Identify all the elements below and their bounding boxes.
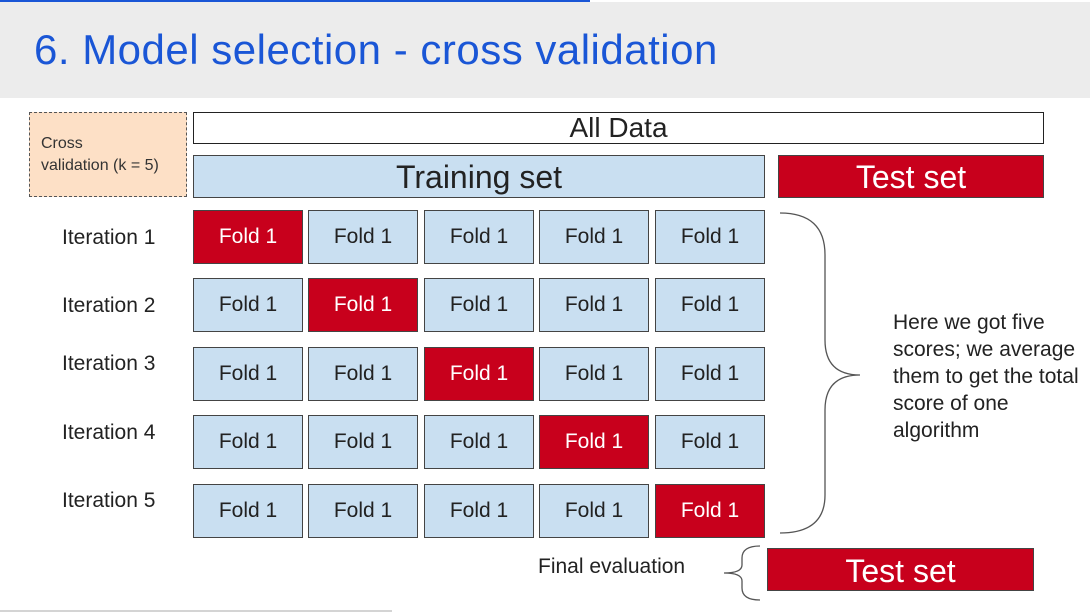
training-fold: Fold 1 <box>655 278 765 332</box>
final-evaluation-label: Final evaluation <box>538 555 686 578</box>
validation-fold: Fold 1 <box>424 347 534 401</box>
top-accent-line <box>0 0 590 2</box>
training-set-bar: Training set <box>193 155 765 198</box>
training-fold: Fold 1 <box>308 484 418 538</box>
cv-label-line2: validation (k = 5) <box>41 157 159 174</box>
final-test-set-bar: Test set <box>767 548 1034 591</box>
training-fold: Fold 1 <box>193 484 303 538</box>
training-fold: Fold 1 <box>424 210 534 264</box>
scores-brace <box>779 212 861 534</box>
page-title: 6. Model selection - cross validation <box>34 26 718 73</box>
training-fold: Fold 1 <box>539 484 649 538</box>
iteration-label: Iteration 4 <box>62 421 156 444</box>
training-fold: Fold 1 <box>539 347 649 401</box>
training-fold: Fold 1 <box>655 347 765 401</box>
training-fold: Fold 1 <box>308 347 418 401</box>
training-fold: Fold 1 <box>539 210 649 264</box>
training-fold: Fold 1 <box>424 484 534 538</box>
iteration-label: Iteration 1 <box>62 226 156 249</box>
validation-fold: Fold 1 <box>539 415 649 469</box>
header-bar: 6. Model selection - cross validation <box>0 2 1090 98</box>
final-evaluation-brace <box>723 545 761 601</box>
test-set-bar: Test set <box>778 155 1044 198</box>
training-fold: Fold 1 <box>539 278 649 332</box>
training-fold: Fold 1 <box>193 415 303 469</box>
training-fold: Fold 1 <box>308 210 418 264</box>
training-fold: Fold 1 <box>424 415 534 469</box>
scores-note: Here we got five scores; we average them… <box>893 311 1079 442</box>
training-fold: Fold 1 <box>193 347 303 401</box>
cv-label-line1: Cross <box>41 135 83 152</box>
iteration-label: Iteration 3 <box>62 352 156 375</box>
validation-fold: Fold 1 <box>655 484 765 538</box>
bottom-divider <box>0 610 392 612</box>
iteration-label: Iteration 5 <box>62 489 156 512</box>
iteration-label: Iteration 2 <box>62 294 156 317</box>
validation-fold: Fold 1 <box>308 278 418 332</box>
training-fold: Fold 1 <box>193 278 303 332</box>
cross-validation-label-box: Cross validation (k = 5) <box>29 112 187 197</box>
all-data-bar: All Data <box>193 112 1044 144</box>
training-fold: Fold 1 <box>308 415 418 469</box>
training-fold: Fold 1 <box>655 210 765 264</box>
training-fold: Fold 1 <box>424 278 534 332</box>
training-fold: Fold 1 <box>655 415 765 469</box>
validation-fold: Fold 1 <box>193 210 303 264</box>
